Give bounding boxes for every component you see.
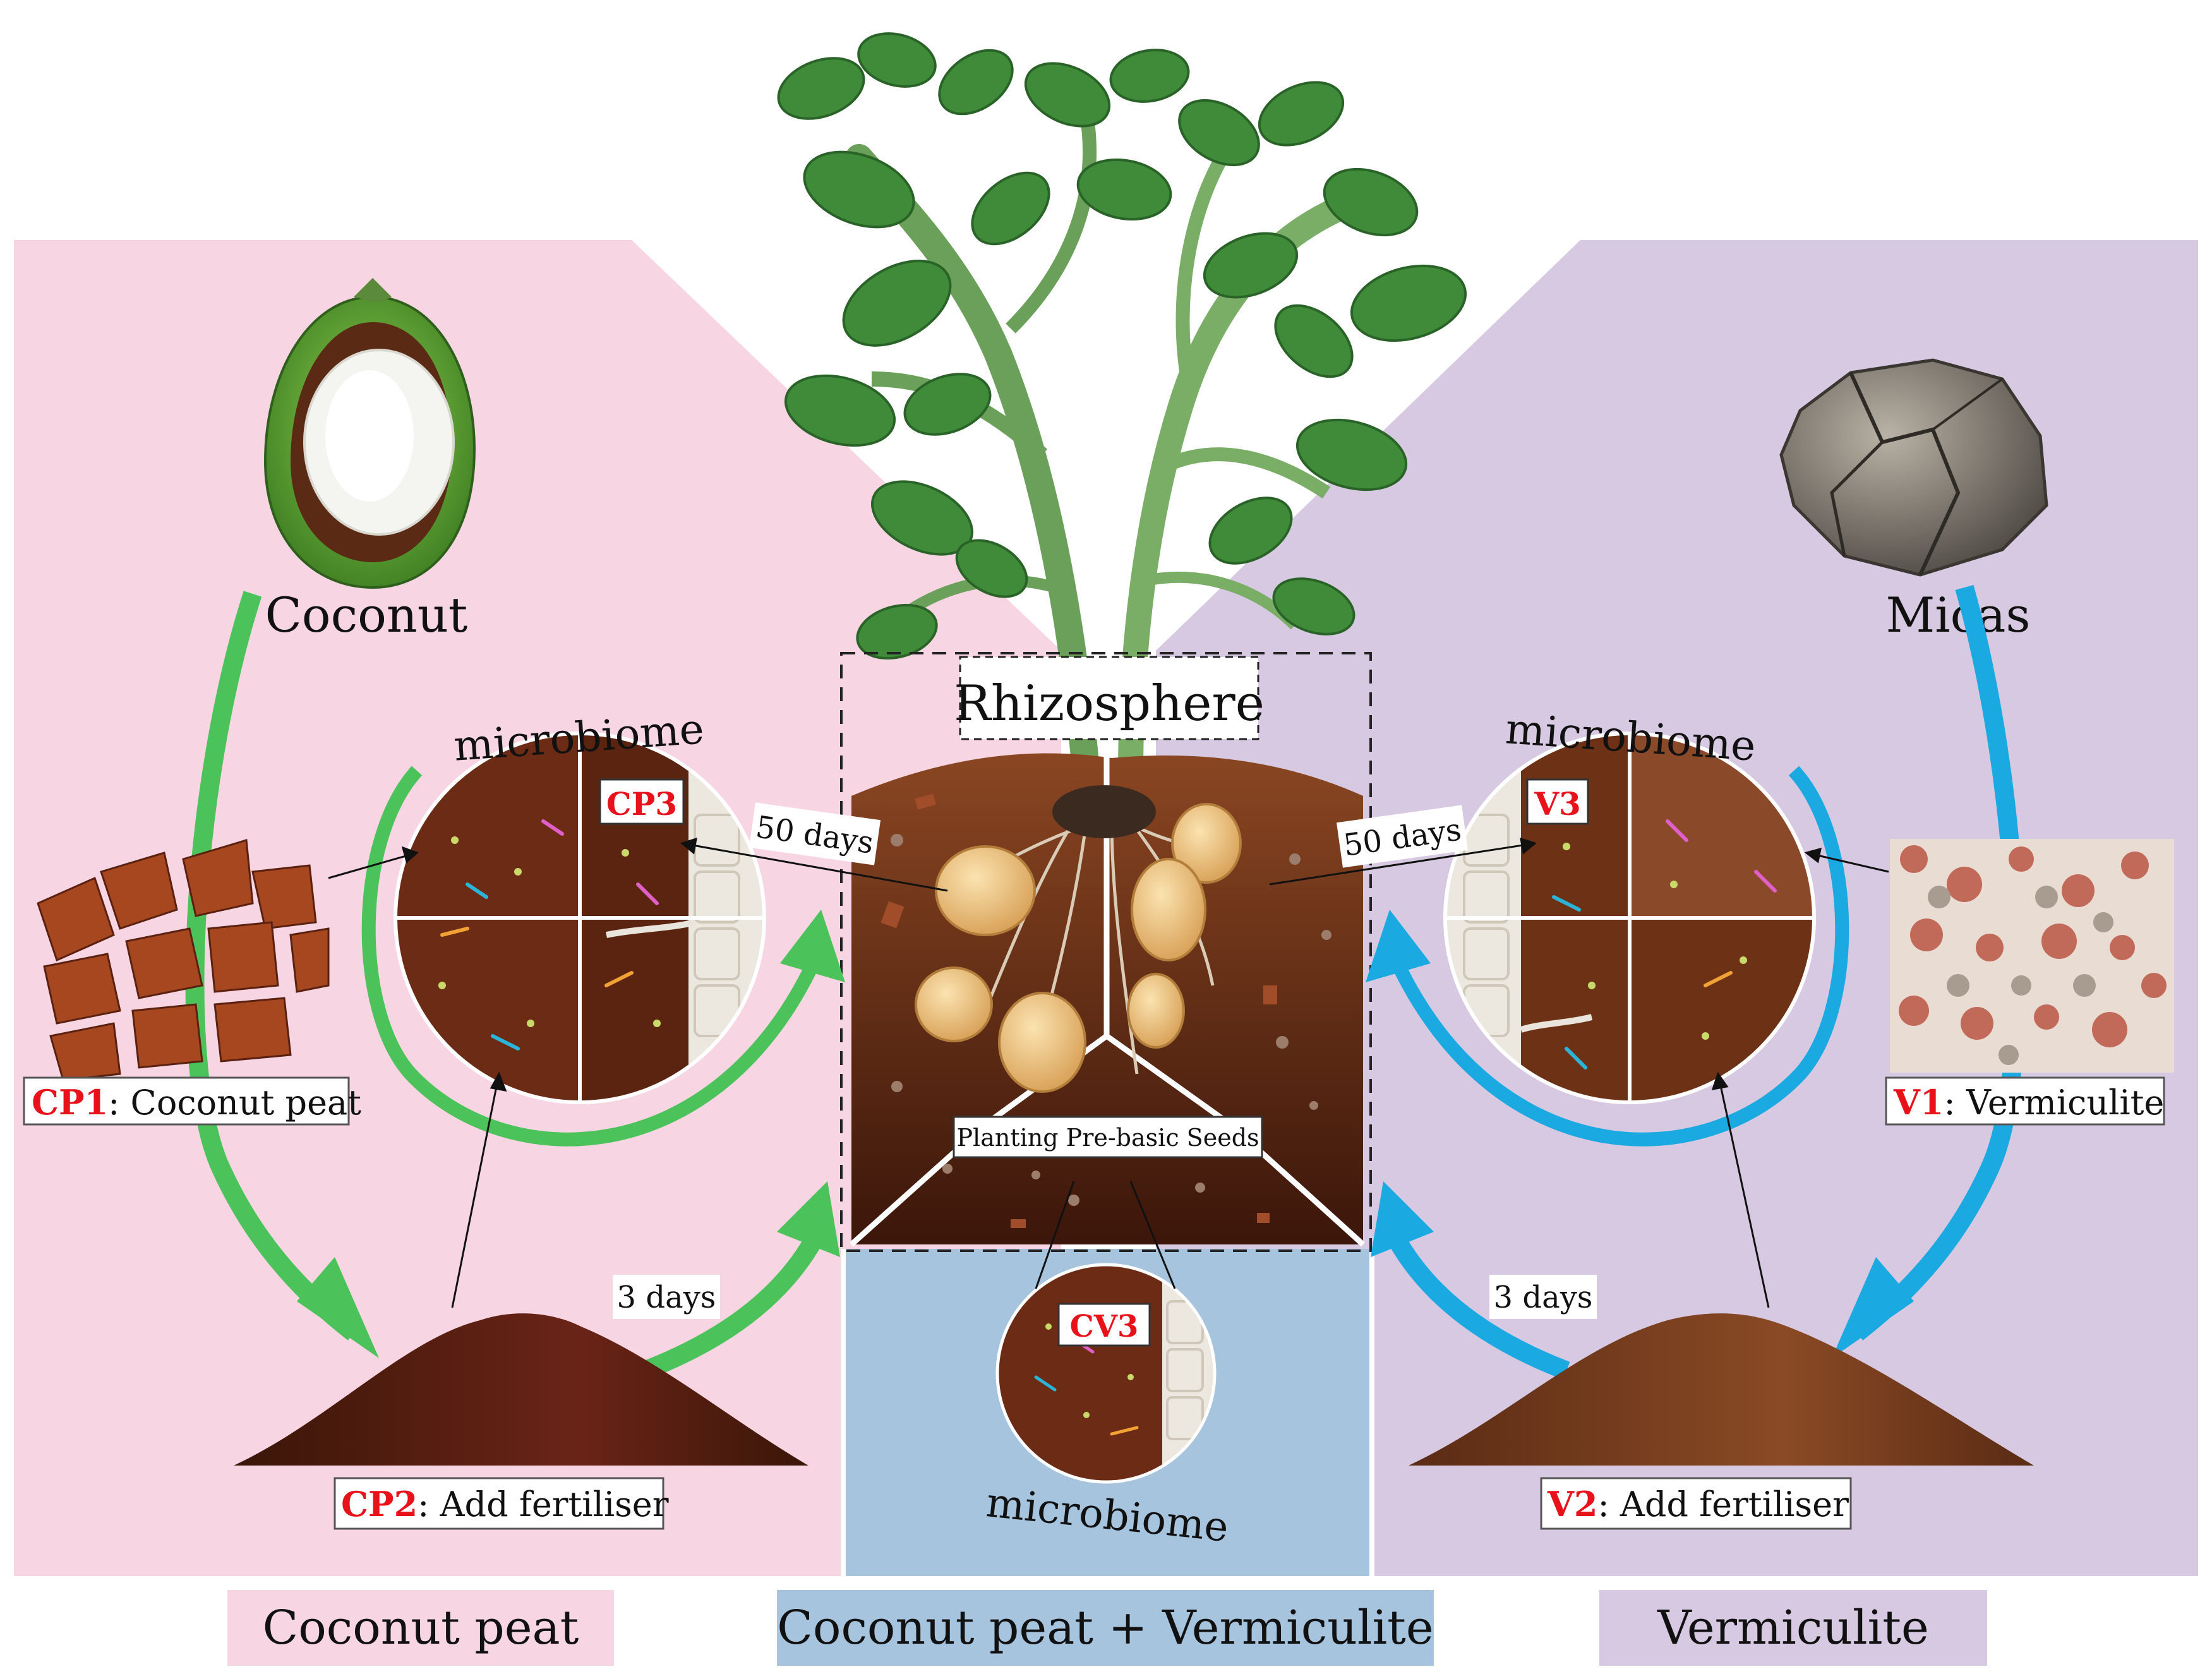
rhizosphere-label-box: Rhizosphere	[954, 656, 1265, 740]
mica-rock-icon	[1779, 358, 2048, 577]
v3-code-box: V3	[1526, 778, 1589, 825]
cp3-code: CP3	[606, 785, 677, 822]
legend-coconut-peat-label: Coconut peat	[263, 1601, 579, 1655]
legend-coconut-peat: Coconut peat	[227, 1590, 614, 1666]
left-3-days-box: 3 days	[613, 1275, 720, 1319]
cp2-label-box: CP2: Add fertiliser	[334, 1477, 669, 1530]
cp1-label-box: CP1: Coconut peat	[23, 1076, 361, 1126]
cv3-pointer-left	[1035, 1181, 1075, 1289]
potato-plant-icon	[777, 32, 1467, 791]
rhizosphere-frame	[840, 652, 1372, 1252]
right-3-days-label: 3 days	[1494, 1280, 1593, 1315]
cv3-pointer-right	[1129, 1181, 1176, 1289]
v1-text: : Vermiculite	[1944, 1083, 2164, 1123]
cv3-microbiome-circle	[995, 1263, 1217, 1484]
v2-label-box: V2: Add fertiliser	[1540, 1477, 1852, 1530]
legend-mixed: Coconut peat + Vermiculite	[777, 1590, 1434, 1666]
right-50-days-box: 50 days	[1336, 805, 1469, 868]
cp2-soil-pile	[234, 1313, 808, 1466]
planting-label-box: Planting Pre-basic Seeds	[953, 1116, 1263, 1159]
coconut-label: Coconut	[265, 587, 468, 643]
legend-mixed-label: Coconut peat + Vermiculite	[777, 1601, 1433, 1655]
v3-code: V3	[1534, 785, 1581, 822]
vermiculite-granules	[1890, 839, 2174, 1073]
pointer-arrows	[328, 837, 1889, 1308]
cp3-microbiome-circle	[394, 732, 766, 1104]
svg-text:CP2: Add fertiliser: CP2: Add fertiliser	[341, 1484, 669, 1524]
cp2-text: : Add fertiliser	[418, 1484, 669, 1524]
cp2-code: CP2	[341, 1484, 418, 1524]
v3-microbiome-circle	[1443, 732, 1816, 1104]
left-3-days-label: 3 days	[617, 1280, 716, 1315]
svg-text:CP1: Coconut peat: CP1: Coconut peat	[32, 1082, 361, 1123]
v2-text: : Add fertiliser	[1597, 1484, 1849, 1524]
svg-text:V1: Vermiculite: V1: Vermiculite	[1893, 1082, 2164, 1123]
v1-label-box: V1: Vermiculite	[1885, 1076, 2165, 1126]
legend-vermiculite: Vermiculite	[1599, 1590, 1987, 1666]
coconut-peat-fibres	[37, 839, 330, 1081]
coconut-icon	[263, 278, 476, 589]
cp1-text: : Coconut peat	[108, 1083, 361, 1123]
cv3-code: CV3	[1070, 1309, 1139, 1344]
cp3-code-box: CP3	[599, 778, 685, 825]
potato-tuber-icon	[915, 803, 1242, 1093]
cv3-code-box: CV3	[1057, 1303, 1151, 1347]
svg-text:V2: Add fertiliser: V2: Add fertiliser	[1547, 1484, 1849, 1524]
right-flow-arrows	[1366, 584, 2026, 1380]
soil-block	[849, 752, 1366, 1247]
v2-code: V2	[1547, 1484, 1597, 1524]
left-flow-arrows	[185, 591, 845, 1380]
right-3-days-box: 3 days	[1489, 1275, 1597, 1319]
planting-label: Planting Pre-basic Seeds	[956, 1124, 1259, 1152]
v1-code: V1	[1893, 1082, 1944, 1123]
cp1-code: CP1	[32, 1082, 108, 1123]
v2-soil-pile	[1409, 1313, 2034, 1466]
rhizosphere-label: Rhizosphere	[954, 675, 1265, 732]
legend-vermiculite-label: Vermiculite	[1657, 1601, 1929, 1655]
